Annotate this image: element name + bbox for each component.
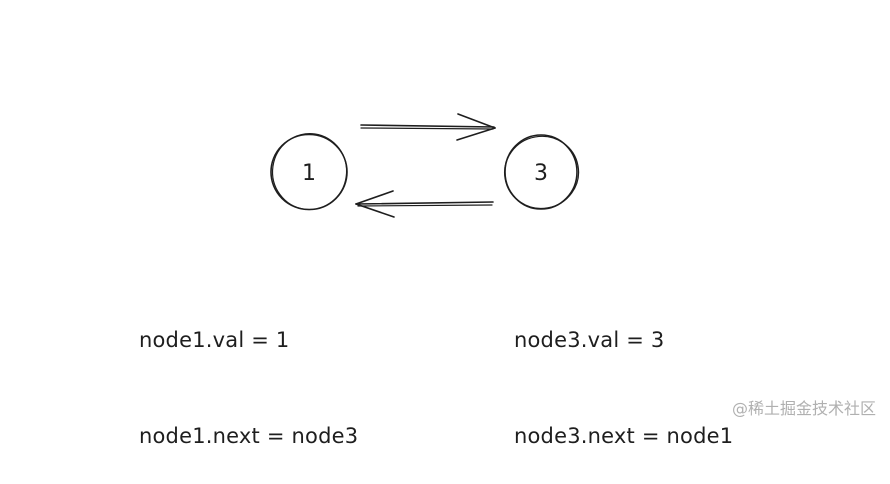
arrow-right-head-upper: [457, 113, 496, 129]
arrow-node1-to-node3: [360, 113, 496, 141]
arrow-left-head-upper: [355, 190, 394, 205]
arrow-right-shaft: [360, 124, 495, 128]
linked-list-diagram: 1 3: [270, 113, 580, 218]
node1-next-line: node1.next = node3: [139, 424, 359, 448]
node3-code: node3.val = 3 node3.next = node1: [514, 260, 733, 484]
arrow-left-shaft: [356, 201, 494, 205]
node3-next-line: node3.next = node1: [514, 424, 734, 448]
node-3-label: 3: [534, 161, 548, 186]
node-3: 3: [504, 134, 580, 210]
node1-val-line: node1.val = 1: [139, 328, 290, 352]
node-1: 1: [270, 132, 348, 211]
node-1-circle-stroke: [271, 132, 348, 211]
node3-val-line: node3.val = 3: [514, 328, 665, 352]
arrow-left-shaft-stroke: [357, 204, 493, 207]
arrow-left-head-lower: [355, 203, 395, 218]
watermark: @稀土掘金技术社区: [731, 399, 876, 418]
arrow-right-head-lower: [456, 127, 496, 141]
arrow-node3-to-node1: [355, 190, 494, 218]
arrow-right-shaft-stroke: [360, 127, 494, 130]
node1-code: node1.val = 1 node1.next = node3: [139, 260, 358, 484]
node-3-circle-stroke: [504, 135, 580, 210]
node-1-label: 1: [302, 161, 316, 186]
